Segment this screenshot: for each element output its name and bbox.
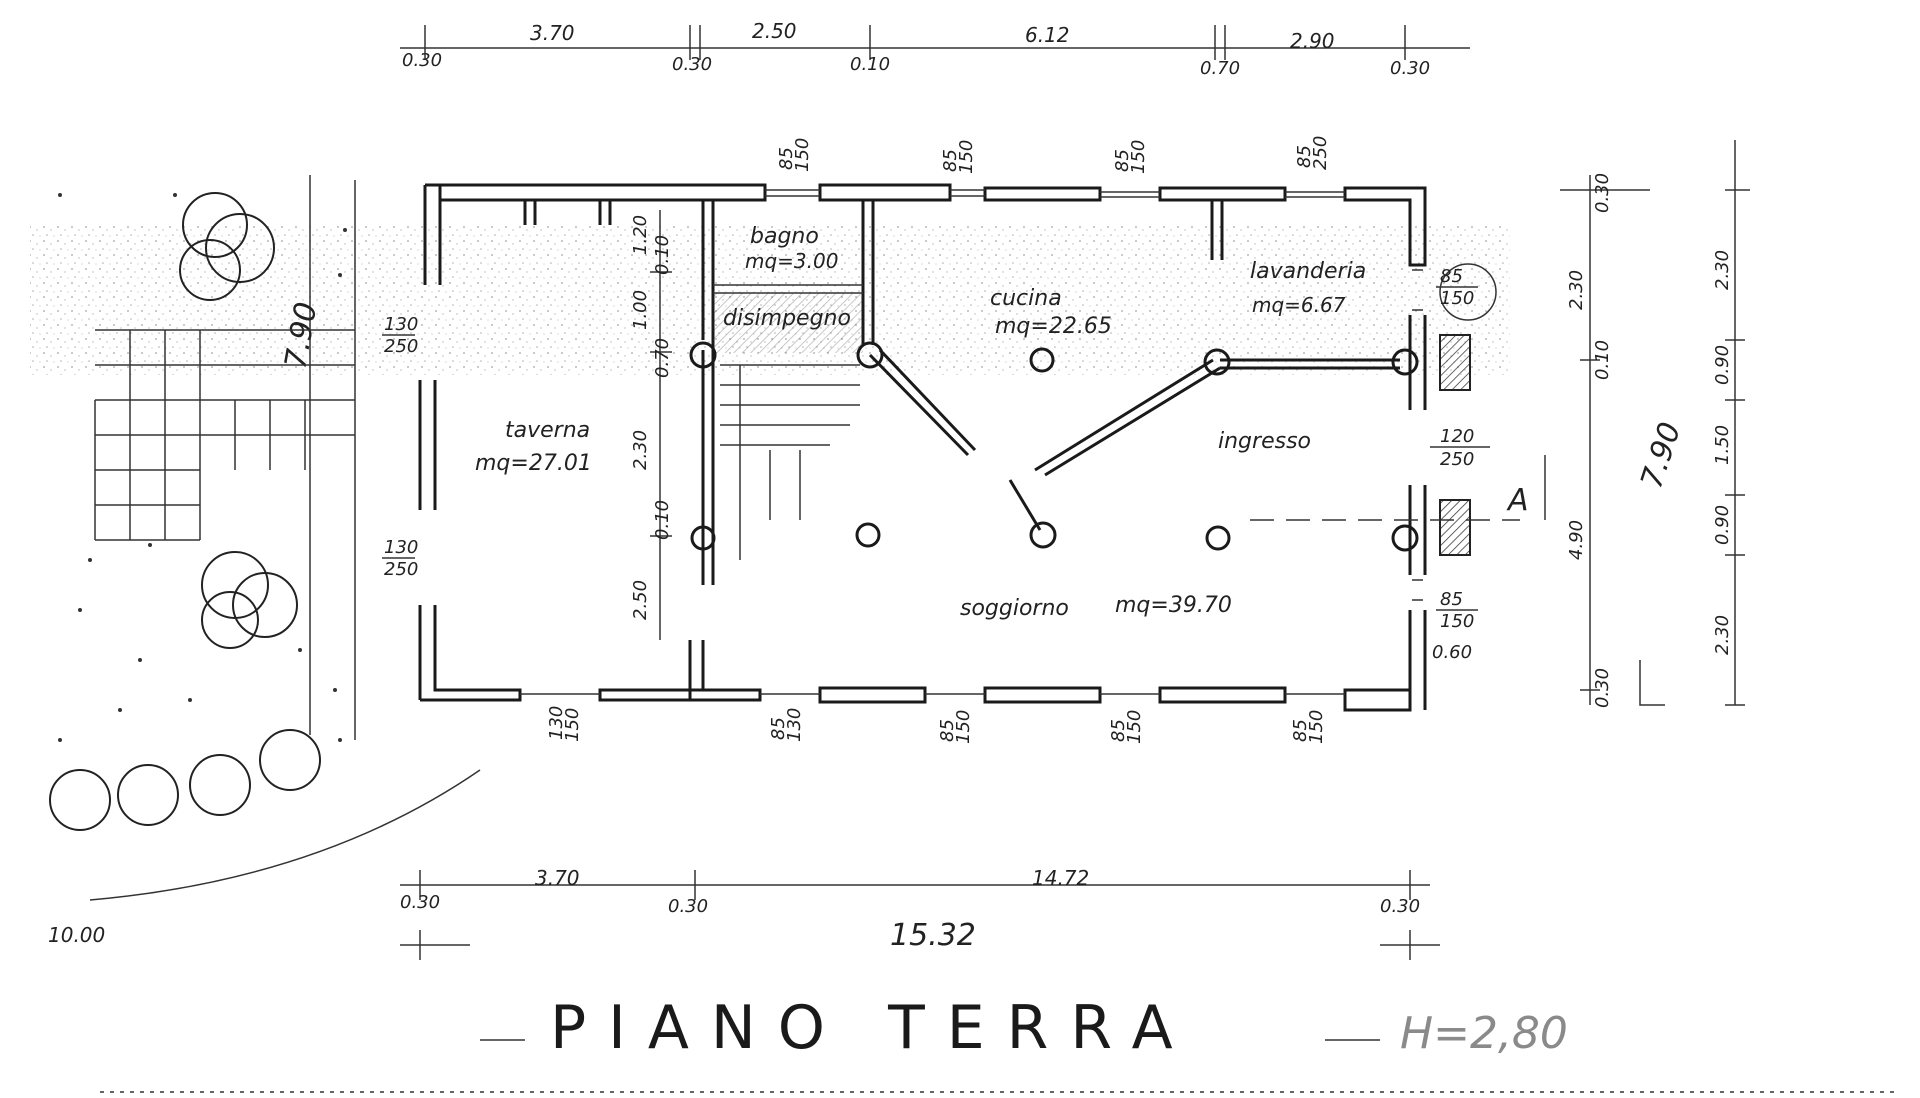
dim-rout-1: 2.30 [1712,250,1733,290]
dim-total-width: 15.32 [890,918,976,953]
dim-topwall-5: 0.30 [1390,58,1430,79]
win-bot-3-h: 150 [953,710,974,744]
win-top-4-w: 85 [1294,145,1315,168]
dim-left-5: 2.30 [630,430,651,470]
win-left-1-w: 130 [384,314,418,335]
dim-left-4: 0.70 [652,338,673,378]
win-bot-5-h: 150 [1306,710,1327,744]
room-cucina-name: cucina [990,286,1062,311]
dim-botwall-1: 0.30 [400,892,440,913]
dim-top-4: 2.90 [1290,29,1335,53]
dim-left-6: 0.10 [652,500,673,540]
win-bot-3-w: 85 [937,719,958,742]
room-lavanderia-area: mq=6.67 [1252,293,1346,317]
top-dimension-chain: 3.70 2.50 6.12 2.90 0.30 0.30 0.10 0.70 … [400,19,1470,79]
left-vertical-dims: 1.20 0.10 1.00 0.70 2.30 0.10 2.50 [630,210,673,640]
room-soggiorno-name: soggiorno [960,596,1069,621]
dim-left-7: 2.50 [630,580,651,620]
room-cucina-area: mq=22.65 [995,314,1112,339]
left-window-labels: 130 250 130 250 [382,314,418,580]
dim-misc-060: 0.60 [1432,642,1472,663]
top-window-labels: 85 150 85 150 85 150 85 250 [776,136,1331,174]
win-top-2-w: 85 [940,149,961,172]
win-right-3-w: 85 [1440,589,1463,610]
room-labels: bagno mq=3.00 disimpegno cucina mq=22.65… [475,224,1366,621]
win-bot-1-h: 150 [562,708,583,742]
room-bagno-area: mq=3.00 [745,249,838,273]
room-ingresso-name: ingresso [1218,429,1311,454]
win-right-1-h: 150 [1440,288,1474,309]
room-bagno-name: bagno [750,224,819,249]
win-right-2-h: 250 [1440,449,1474,470]
dim-topwall-3: 0.10 [850,54,890,75]
win-bot-2-h: 130 [784,708,805,742]
room-taverna-area: mq=27.01 [475,451,592,476]
win-top-1-w: 85 [776,147,797,170]
dim-rout-5: 2.30 [1712,615,1733,655]
win-top-4-h: 250 [1310,136,1331,170]
win-bot-1-w: 130 [546,706,567,740]
right-vertical-dims: 0.30 2.30 0.10 4.90 0.30 2.30 0.90 1.50 … [1560,140,1750,708]
room-soggiorno-area: mq=39.70 [1115,593,1232,618]
dim-topwall-4: 0.70 [1200,58,1240,79]
win-left-2-w: 130 [384,537,418,558]
dim-rout-2: 0.90 [1712,345,1733,385]
drawing-title-block: PIANO TERRA H=2,80 [480,993,1568,1063]
dim-bottom-1: 3.70 [535,866,580,890]
dim-rout-3: 1.50 [1712,425,1733,465]
win-bot-4-w: 85 [1108,719,1129,742]
dim-left-3: 1.00 [630,290,651,330]
win-top-1-h: 150 [792,138,813,172]
dim-rout-4: 0.90 [1712,505,1733,545]
drawing-height-note: H=2,80 [1400,1008,1568,1059]
win-right-1-w: 85 [1440,266,1463,287]
win-bot-2-w: 85 [768,717,789,740]
win-left-2-h: 250 [384,559,418,580]
dim-top-2: 2.50 [752,19,797,43]
dim-rin-5: 0.30 [1592,668,1613,708]
room-taverna-name: taverna [505,418,590,443]
dim-left-2: 0.10 [652,235,673,275]
dim-top-3: 6.12 [1025,23,1070,47]
win-left-1-h: 250 [384,336,418,357]
dim-topwall-2: 0.30 [672,54,712,75]
bottom-dimension-chain: 3.70 14.72 0.30 0.30 0.30 15.32 [400,866,1440,960]
dim-garden-width: 10.00 [48,923,105,947]
win-bot-4-h: 150 [1124,710,1145,744]
win-bot-5-w: 85 [1290,719,1311,742]
dim-topwall-1: 0.30 [402,50,442,71]
win-right-2-w: 120 [1440,426,1474,447]
dim-top-1: 3.70 [530,21,575,45]
dim-rin-2: 2.30 [1566,270,1587,310]
win-top-3-h: 150 [1128,140,1149,174]
dim-rin-1: 0.30 [1592,173,1613,213]
right-window-labels: 85 150 120 250 85 150 0.60 A [1430,263,1529,663]
building-walls [418,183,1546,712]
dim-depth-right: 7.90 [1634,418,1688,492]
dim-left-1: 1.20 [630,215,651,255]
bottom-window-labels: 130 150 85 130 85 150 85 150 85 150 [546,706,1327,744]
dim-rin-3: 0.10 [1592,340,1613,380]
win-top-2-h: 150 [956,140,977,174]
dim-botwall-3: 0.30 [1380,896,1420,917]
garden-area: 7.90 10. [48,175,481,947]
win-top-3-w: 85 [1112,149,1133,172]
section-mark-a: A [1506,483,1529,518]
win-right-3-h: 150 [1440,611,1474,632]
room-lavanderia-name: lavanderia [1250,259,1366,284]
dim-rin-4: 4.90 [1566,520,1587,560]
dim-botwall-2: 0.30 [668,896,708,917]
drawing-title: PIANO TERRA [550,993,1195,1063]
room-disimpegno-name: disimpegno [723,306,851,331]
dim-bottom-2: 14.72 [1032,866,1089,890]
